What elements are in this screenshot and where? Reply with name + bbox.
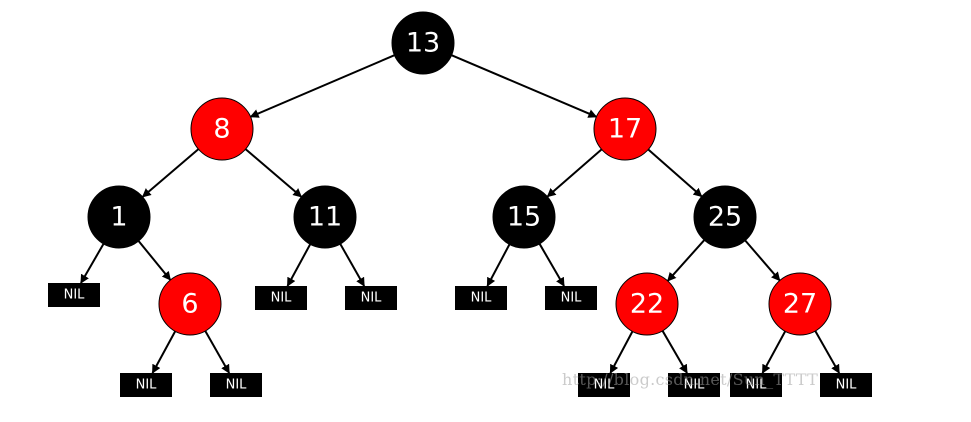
edge-n27-nil27L [761, 330, 787, 374]
edge-n8-n1 [141, 148, 200, 198]
nil-label: NIL [684, 378, 706, 393]
nil-box [210, 373, 262, 397]
nil-label: NIL [746, 378, 768, 393]
tree-node-1: 1 [87, 185, 151, 249]
nil-box [545, 286, 597, 310]
tree-node-25: 25 [693, 185, 757, 249]
tree-node-13: 13 [391, 11, 455, 75]
edge-n11-nil11R [339, 243, 366, 287]
tree-node-6: 6 [158, 272, 222, 336]
nil-leaf: NIL [730, 373, 782, 397]
edge-n11-nil11L [286, 243, 312, 287]
nil-box [345, 286, 397, 310]
edge-n17-n15 [546, 148, 603, 198]
tree-node-27: 27 [768, 272, 832, 336]
node-label: 17 [608, 114, 642, 145]
nil-box [820, 373, 872, 397]
nil-leaf: NIL [820, 373, 872, 397]
nil-leaf: NIL [545, 286, 597, 310]
node-circle-black [492, 185, 556, 249]
nil-label: NIL [271, 291, 293, 306]
edge-n22-nil22L [609, 330, 634, 374]
nil-label: NIL [836, 378, 858, 393]
node-label: 22 [630, 289, 664, 320]
nil-label: NIL [226, 378, 248, 393]
edge-n13-n17 [451, 54, 598, 118]
edge-n25-n22 [666, 239, 706, 282]
tree-node-8: 8 [190, 97, 254, 161]
edge-n6-nil6R [204, 330, 231, 374]
edge-n13-n8 [249, 54, 395, 118]
nil-label: NIL [136, 378, 158, 393]
node-label: 1 [110, 202, 127, 233]
nil-label: NIL [561, 291, 583, 306]
nil-label: NIL [361, 291, 383, 306]
nil-leaf: NIL [48, 283, 100, 307]
edge-n17-n25 [647, 148, 703, 198]
nil-leaf: NIL [668, 373, 720, 397]
nil-leaf: NIL [210, 373, 262, 397]
nil-leaf: NIL [345, 286, 397, 310]
node-label: 8 [213, 114, 230, 145]
nil-leaf: NIL [120, 373, 172, 397]
nil-leaf: NIL [255, 286, 307, 310]
edge-n27-nil27R [814, 330, 841, 374]
nil-leaf: NIL [578, 373, 630, 397]
node-label: 13 [406, 28, 440, 59]
tree-node-15: 15 [492, 185, 556, 249]
edge-n15-nil15L [486, 243, 511, 287]
edge-n25-n27 [744, 239, 781, 282]
tree-node-17: 17 [593, 97, 657, 161]
nil-box [120, 373, 172, 397]
edge-n8-n11 [244, 148, 303, 198]
node-label: 15 [507, 202, 541, 233]
node-circle-black [693, 185, 757, 249]
nil-leaf: NIL [455, 286, 507, 310]
tree-node-11: 11 [293, 185, 357, 249]
node-circle-black [87, 185, 151, 249]
node-circle-red [615, 272, 679, 336]
nil-box [455, 286, 507, 310]
edge-n22-nil22R [661, 330, 688, 374]
nil-label: NIL [594, 378, 616, 393]
node-circle-red [768, 272, 832, 336]
node-label: 6 [181, 289, 198, 320]
node-label: 25 [708, 202, 742, 233]
edge-n15-nil15R [538, 243, 565, 287]
nil-label: NIL [64, 288, 86, 303]
node-circle-red [593, 97, 657, 161]
node-label: 27 [783, 289, 817, 320]
node-label: 11 [308, 202, 342, 233]
edge-n6-nil6L [151, 330, 177, 374]
nil-box [668, 373, 720, 397]
tree-node-22: 22 [615, 272, 679, 336]
node-circle-black [391, 11, 455, 75]
watermark-text: http://blog.csdn.net/Sun_TTTT [562, 370, 819, 389]
nil-box [578, 373, 630, 397]
nil-box [255, 286, 307, 310]
edge-n1-n6 [137, 240, 172, 281]
edges [80, 54, 841, 374]
edge-n1-nil1L [80, 243, 105, 284]
nil-label: NIL [471, 291, 493, 306]
nil-box [48, 283, 100, 307]
node-circle-black [293, 185, 357, 249]
node-circle-red [190, 97, 254, 161]
nil-box [730, 373, 782, 397]
node-circle-red [158, 272, 222, 336]
